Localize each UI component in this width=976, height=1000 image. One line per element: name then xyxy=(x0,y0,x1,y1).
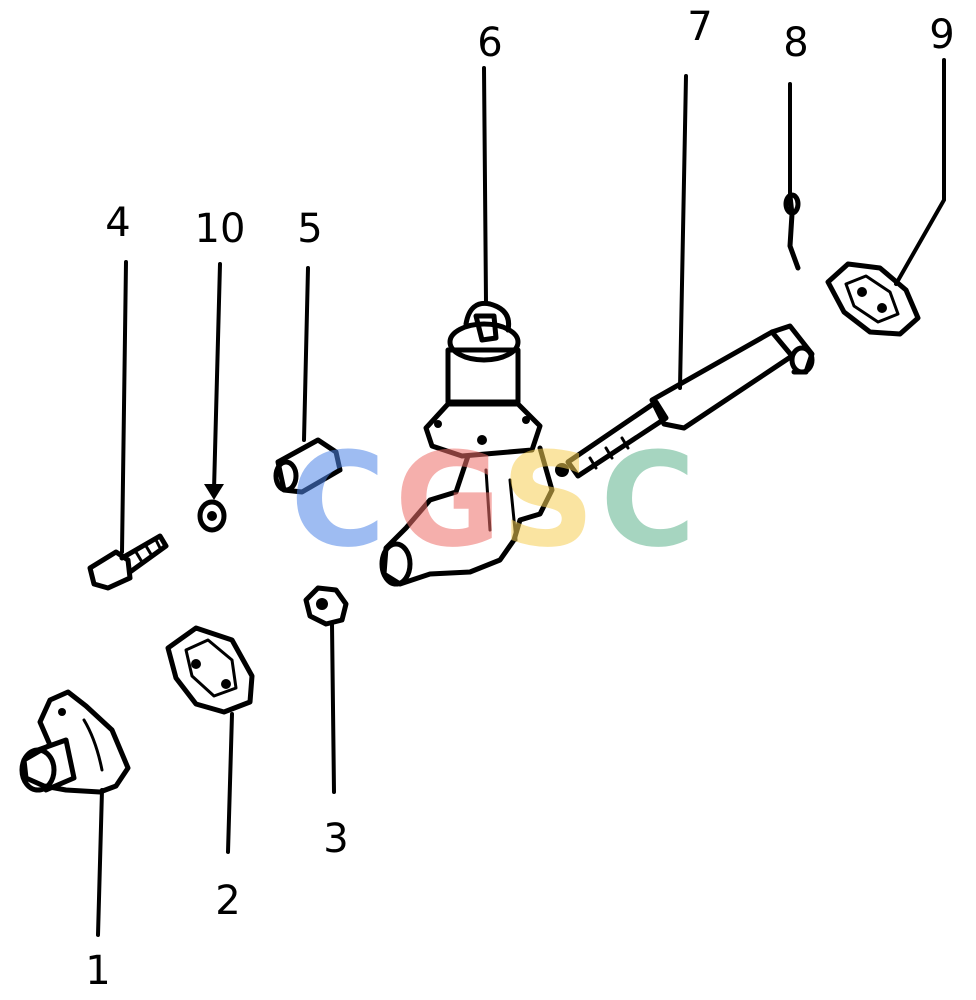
part-6-valve-body xyxy=(379,300,555,587)
leader-10-arrow xyxy=(204,484,224,500)
leader-5 xyxy=(302,266,310,442)
part-2-gasket xyxy=(165,625,255,715)
callout-10: 10 xyxy=(195,206,246,252)
callout-2: 2 xyxy=(215,878,240,924)
callout-3: 3 xyxy=(323,816,348,862)
leader-2 xyxy=(226,712,234,854)
leader-4 xyxy=(120,260,128,554)
part-10-washer xyxy=(197,499,227,533)
leader-7 xyxy=(678,74,688,390)
callout-5: 5 xyxy=(297,206,322,252)
leader-9 xyxy=(894,58,946,286)
watermark-letter-2: G xyxy=(395,424,502,576)
callout-9: 9 xyxy=(929,12,954,58)
leader-6 xyxy=(482,66,488,304)
part-3-nut xyxy=(303,585,349,627)
callouts: 1 2 3 4 5 6 7 8 9 10 xyxy=(85,4,954,994)
watermark-letter-4: C xyxy=(600,424,695,576)
part-4-bolt xyxy=(87,533,169,591)
watermark: C G S C xyxy=(290,424,695,576)
callout-4: 4 xyxy=(105,200,130,246)
leader-lines xyxy=(96,58,946,937)
part-1-pipe-flange xyxy=(19,689,131,795)
watermark-letter-1: C xyxy=(290,424,385,576)
leader-1 xyxy=(96,788,104,937)
part-9-clip xyxy=(825,261,921,337)
leader-3 xyxy=(330,622,336,794)
callout-6: 6 xyxy=(477,20,502,66)
part-8-pin xyxy=(783,192,801,271)
part-7-rod xyxy=(555,323,815,479)
callout-1: 1 xyxy=(85,948,110,994)
part-5-bush xyxy=(273,437,343,495)
watermark-letter-3: S xyxy=(501,424,595,576)
callout-8: 8 xyxy=(783,20,808,66)
leader-10 xyxy=(212,262,222,492)
callout-7: 7 xyxy=(687,4,712,50)
